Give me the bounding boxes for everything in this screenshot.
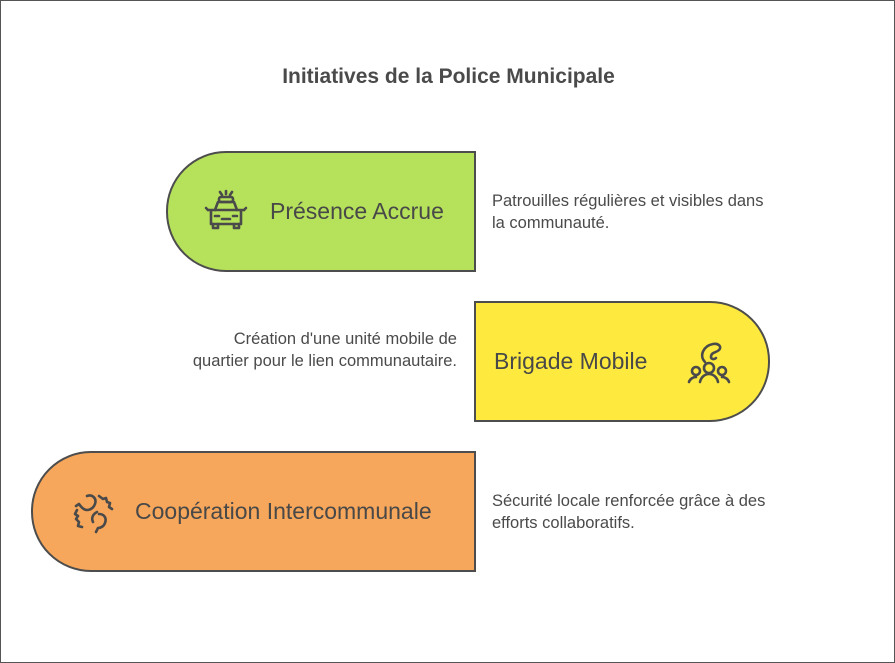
item-description: Sécurité locale renforcée grâce à des ef… <box>492 492 766 532</box>
diagram-title: Initiatives de la Police Municipale <box>282 65 615 88</box>
item-label: Brigade Mobile <box>494 348 648 374</box>
item-cooperation-intercommunale: Coopération Intercommunale <box>31 451 476 572</box>
item-presence-accrue: Présence Accrue <box>166 151 476 272</box>
police-car-icon <box>204 189 248 229</box>
item-description: Patrouilles régulières et visibles dans … <box>492 192 764 232</box>
handshake-icon <box>73 493 114 533</box>
item-label: Coopération Intercommunale <box>135 498 432 524</box>
item-label: Présence Accrue <box>270 198 444 224</box>
item-brigade-mobile: Brigade Mobile <box>474 301 770 422</box>
community-group-icon <box>688 342 731 383</box>
item-description: Création d'une unité mobile de quartier … <box>192 330 457 370</box>
